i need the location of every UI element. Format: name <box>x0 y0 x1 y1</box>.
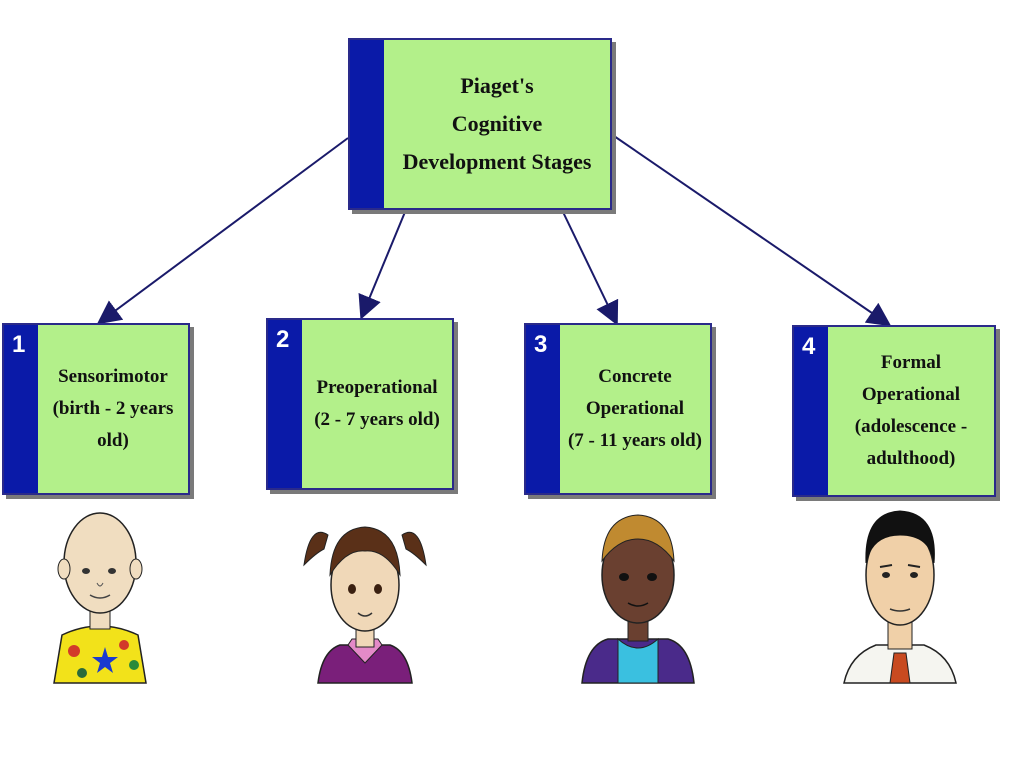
root-line: Development Stages <box>402 149 592 174</box>
stage-side-bar <box>526 325 560 493</box>
stage-line: Operational <box>585 398 685 419</box>
stage-number: 3 <box>534 331 548 358</box>
stage-box-1: 1 Sensorimotor (birth - 2 years old) <box>2 323 190 495</box>
stage-label: Concrete Operational (7 - 11 years old) <box>560 325 710 493</box>
stage-line: (birth - 2 years <box>52 398 174 419</box>
stage-line: adulthood) <box>866 448 956 469</box>
stage-number: 2 <box>276 326 290 353</box>
stage-side-bar <box>4 325 38 493</box>
arrow-to-stage-1 <box>96 137 349 325</box>
arrow-to-stage-2 <box>358 211 406 320</box>
stage-line: (7 - 11 years old) <box>567 430 703 451</box>
root-line: Piaget's <box>460 73 534 98</box>
stage-line: (2 - 7 years old) <box>314 409 440 430</box>
girl-icon <box>303 526 427 684</box>
root-side-bar <box>350 40 384 208</box>
stage-number: 4 <box>802 333 816 360</box>
boy-icon <box>581 514 695 684</box>
stage-line: (adolescence - <box>854 416 968 437</box>
stage-line: Preoperational <box>316 377 438 398</box>
stage-side-bar <box>268 320 302 488</box>
baby-icon <box>53 512 147 684</box>
stage-box-2: 2 Preoperational (2 - 7 years old) <box>266 318 454 490</box>
stage-label: Sensorimotor (birth - 2 years old) <box>38 325 188 493</box>
root-box: Piaget's Cognitive Development Stages <box>348 38 612 210</box>
stage-side-bar <box>794 327 828 495</box>
stage-label: Formal Operational (adolescence - adulth… <box>828 327 994 495</box>
man-icon <box>843 510 957 684</box>
arrow-to-stage-4 <box>613 135 892 327</box>
stage-box-4: 4 Formal Operational (adolescence - adul… <box>792 325 996 497</box>
stage-box-3: 3 Concrete Operational (7 - 11 years old… <box>524 323 712 495</box>
stage-number: 1 <box>12 331 26 358</box>
stage-line: old) <box>97 430 129 451</box>
stage-line: Sensorimotor <box>58 366 168 387</box>
root-title: Piaget's Cognitive Development Stages <box>384 40 610 208</box>
stage-line: Formal Operational <box>861 352 961 405</box>
arrow-to-stage-3 <box>562 211 619 326</box>
root-line: Cognitive <box>451 111 543 136</box>
stage-label: Preoperational (2 - 7 years old) <box>302 320 452 488</box>
stage-line: Concrete <box>598 366 672 387</box>
